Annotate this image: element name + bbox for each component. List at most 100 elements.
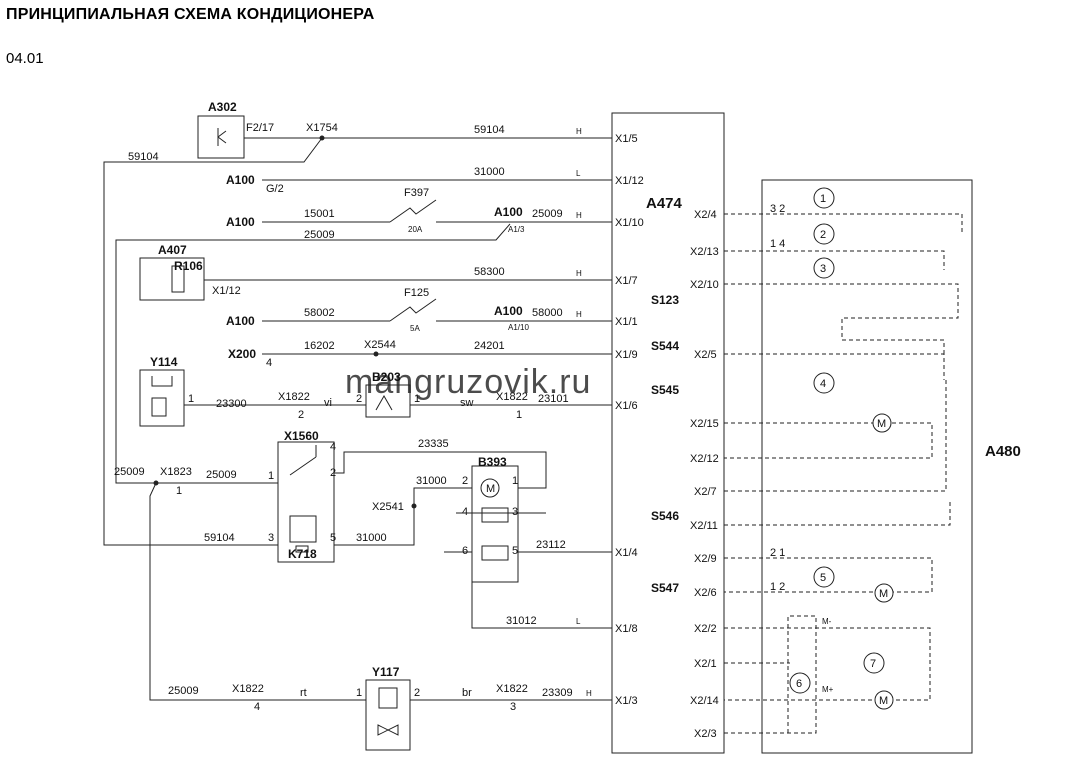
circle-5: 5 bbox=[820, 572, 826, 584]
a474-pin-x1-6: X1/6 bbox=[615, 400, 638, 412]
pin-x1823: 1 bbox=[176, 485, 182, 497]
circle-2: 2 bbox=[820, 229, 826, 241]
a474-pin-x1-1: X1/1 bbox=[615, 316, 638, 328]
y117-label: Y117 bbox=[372, 665, 400, 679]
pin-b393-4: 4 bbox=[462, 506, 468, 518]
x200-label: X200 bbox=[228, 347, 256, 361]
a480-pins-12: 1 2 bbox=[770, 581, 785, 593]
motor-minus: M- bbox=[822, 617, 832, 626]
wire-25009 bbox=[115, 223, 511, 484]
conn-x2541: X2541 bbox=[372, 501, 404, 513]
wire-label-58000: 58000 bbox=[532, 307, 563, 319]
wire-label-59104-left: 59104 bbox=[128, 151, 159, 163]
pin-x1560-5: 5 bbox=[330, 532, 336, 544]
pin-x1560-3: 3 bbox=[268, 532, 274, 544]
wire-label-23309: 23309 bbox=[542, 687, 573, 699]
f397-rating: 20A bbox=[408, 225, 423, 234]
s544-label: S544 bbox=[651, 339, 679, 353]
f397-label: F397 bbox=[404, 187, 429, 199]
page-title: ПРИНЦИПИАЛЬНАЯ СХЕМА КОНДИЦИОНЕРА bbox=[6, 6, 375, 23]
conn-x1822-c: X1822 bbox=[232, 683, 264, 695]
wire-label-15001: 15001 bbox=[304, 208, 335, 220]
a480-pin-x2-14: X2/14 bbox=[690, 695, 719, 707]
wire-label-31012: 31012 bbox=[506, 615, 537, 627]
y117-box bbox=[365, 679, 411, 751]
signal-h-x1-7: H bbox=[576, 269, 582, 278]
wire-23112-31012 bbox=[444, 551, 612, 629]
x200-pin: 4 bbox=[266, 357, 272, 369]
wire-label-25009-e: 25009 bbox=[168, 685, 199, 697]
a407-pin: X1/12 bbox=[212, 285, 241, 297]
wire-23335 bbox=[156, 451, 547, 489]
s545-label: S545 bbox=[651, 383, 679, 397]
a474-pin-x1-3: X1/3 bbox=[615, 695, 638, 707]
wire-color-rt: rt bbox=[300, 687, 307, 699]
wire-label-59104-c: 59104 bbox=[204, 532, 235, 544]
pin-b393-2: 2 bbox=[462, 475, 468, 487]
a480-label: A480 bbox=[985, 443, 1021, 460]
a480-pin-x2-1: X2/1 bbox=[694, 658, 717, 670]
pin-b203-1: 1 bbox=[414, 393, 420, 405]
conn-x1822-d: X1822 bbox=[496, 683, 528, 695]
pin-y117-2: 2 bbox=[414, 687, 420, 699]
a480-pin-x2-12: X2/12 bbox=[690, 453, 719, 465]
signal-h-x1-1: H bbox=[576, 310, 582, 319]
motor-b393: M bbox=[486, 483, 495, 495]
fuse-f397 bbox=[389, 199, 437, 223]
a474-pin-x1-9: X1/9 bbox=[615, 349, 638, 361]
a480-pin-x2-7: X2/7 bbox=[694, 486, 717, 498]
wire-label-58002: 58002 bbox=[304, 307, 335, 319]
a474-block bbox=[611, 112, 725, 754]
conn-x1822-b: X1822 bbox=[496, 391, 528, 403]
a100-label-3: A100 bbox=[494, 205, 523, 219]
page-subtitle: 04.01 bbox=[6, 50, 44, 67]
wire-label-23300: 23300 bbox=[216, 398, 247, 410]
wire-label-25009-b: 25009 bbox=[304, 229, 335, 241]
a474-label: A474 bbox=[646, 195, 683, 212]
wire-label-23335: 23335 bbox=[418, 438, 449, 450]
f125-rating: 5A bbox=[410, 324, 420, 333]
wire-label-23101: 23101 bbox=[538, 393, 569, 405]
a474-pin-x1-12: X1/12 bbox=[615, 175, 644, 187]
a480-internal bbox=[724, 213, 963, 734]
a480-pin-x2-3: X2/3 bbox=[694, 728, 717, 740]
signal-h-x1-10: H bbox=[576, 211, 582, 220]
a480-pin-x2-5: X2/5 bbox=[694, 349, 717, 361]
a480-pin-x2-2: X2/2 bbox=[694, 623, 717, 635]
a100-label-4: A100 bbox=[226, 314, 255, 328]
a480-block bbox=[761, 179, 973, 754]
fuse-f125 bbox=[389, 298, 437, 322]
x1560-box bbox=[277, 441, 335, 563]
wire-color-br: br bbox=[462, 687, 472, 699]
a302-label: A302 bbox=[208, 100, 237, 114]
pin-x1822-d: 3 bbox=[510, 701, 516, 713]
wire-label-58300: 58300 bbox=[474, 266, 505, 278]
a407-label: A407 bbox=[158, 243, 187, 257]
pin-x1560-1: 1 bbox=[268, 470, 274, 482]
a302-box bbox=[197, 115, 245, 159]
wire-31000-b bbox=[334, 487, 472, 546]
wire-label-25009-d: 25009 bbox=[206, 469, 237, 481]
wire-color-vi: vi bbox=[324, 397, 332, 409]
signal-h-x1-3: H bbox=[586, 689, 592, 698]
pin-b393-1: 1 bbox=[512, 475, 518, 487]
pin-b393-3: 3 bbox=[512, 506, 518, 518]
a100-label-2: A100 bbox=[226, 215, 255, 229]
a480-pins-32: 3 2 bbox=[770, 203, 785, 215]
signal-l-x1-12: L bbox=[576, 169, 581, 178]
circle-1: 1 bbox=[820, 193, 826, 205]
f125-label: F125 bbox=[404, 287, 429, 299]
a480-pin-x2-4: X2/4 bbox=[694, 209, 717, 221]
a480-pins-14: 1 4 bbox=[770, 238, 785, 250]
pin-b203-2: 2 bbox=[356, 393, 362, 405]
s123-label: S123 bbox=[651, 293, 679, 307]
circle-7: 7 bbox=[870, 658, 876, 670]
b393-label: B393 bbox=[478, 455, 507, 469]
wire-23309 bbox=[149, 482, 612, 701]
wire-label-16202: 16202 bbox=[304, 340, 335, 352]
a480-pin-x2-9: X2/9 bbox=[694, 553, 717, 565]
a302-pin: F2/17 bbox=[246, 122, 274, 134]
a407-box bbox=[139, 257, 205, 301]
wire-label-24201: 24201 bbox=[474, 340, 505, 352]
